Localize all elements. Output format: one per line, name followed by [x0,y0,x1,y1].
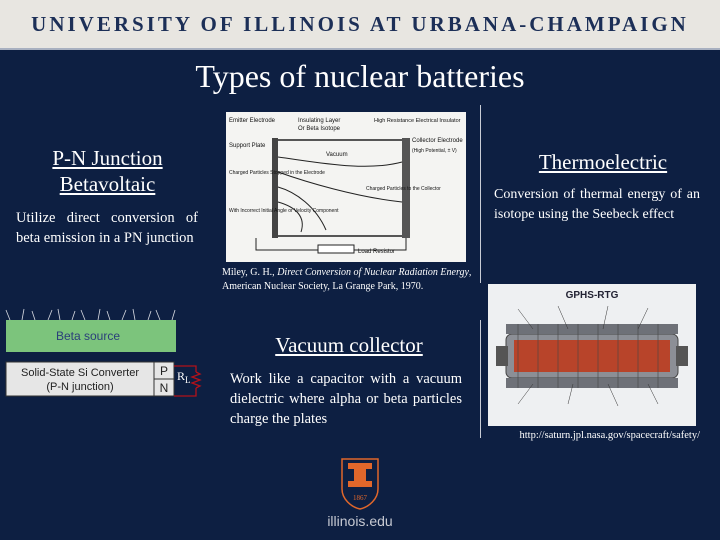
label-charged-collector: Charged Particles to the Collector [366,186,441,192]
rtg-image: GPHS-RTG [488,284,696,426]
load-subscript: L [185,375,191,385]
university-header-bar: UNIVERSITY OF ILLINOIS AT URBANA-CHAMPAI… [0,0,720,48]
circuit-wire [174,365,197,397]
slide-title: Types of nuclear batteries [195,58,525,94]
thermoelectric-description: Conversion of thermal energy of an isoto… [494,187,700,222]
converter-label-2: (P-N junction) [46,381,113,393]
vacuum-collector-diagram: Emitter Electrode Insulating Layer Or Be… [226,112,466,262]
converter-label-1: Solid-State Si Converter [21,367,139,379]
logo-year: 1867 [353,494,368,502]
illinois-logo: 1867 [341,458,379,510]
column-divider-bottom [480,320,481,438]
vacuum-collector-description: Work like a capacitor with a vacuum diel… [230,371,462,427]
label-incorrect: With Incorrect Initial Angle or Velocity… [229,208,339,214]
citation-prefix: Miley, G. H., [222,267,278,278]
load-resistor [190,371,202,389]
betavoltaic-diagram: Beta source Solid-State Si Converter (P-… [5,308,202,397]
label-vacuum: Vacuum [326,152,348,158]
beta-source-label: Beta source [56,329,120,343]
column-divider-top [480,105,481,283]
label-beta-isotope: Or Beta Isotope [298,126,341,132]
label-charged: Charged Particles Stopped in the Electro… [229,170,325,176]
label-emitter: Emitter Electrode [229,118,276,124]
footer-url[interactable]: illinois.edu [327,513,393,529]
n-layer [153,378,175,397]
citation-title: Direct Conversion of Nuclear Radiation E… [277,267,469,278]
vacuum-collector-heading: Vacuum collector [275,333,423,357]
header-divider [0,48,720,50]
betavoltaic-heading: P-N Junction Betavoltaic [52,146,163,196]
label-high-potential: (High Potential, ± V) [412,148,457,154]
p-label: P [160,364,168,378]
nasa-safety-link[interactable]: http://saturn.jpl.nasa.gov/spacecraft/sa… [519,430,700,441]
converter-block [5,361,155,397]
n-label: N [160,381,169,395]
label-collector: Collector Electrode [412,138,463,144]
thermoelectric-heading: Thermoelectric [538,150,668,174]
label-insulating: Insulating Layer [298,118,340,124]
label-high-resistance: High Resistance Electrical Insulator [374,118,461,124]
label-load-resistor: Load Resistor [358,249,395,255]
beta-source-layer [6,320,176,352]
beta-emission-arrows [5,308,176,321]
citation: Miley, G. H., Direct Conversion of Nucle… [222,266,484,294]
university-name: UNIVERSITY OF ILLINOIS AT URBANA-CHAMPAI… [31,12,689,36]
svg-text:RL: RL [177,369,191,385]
citation-suffix: , American Nuclear Society, La Grange Pa… [222,267,472,292]
label-support: Support Plate [229,143,266,149]
load-label: R [177,369,185,383]
rtg-title: GPHS-RTG [566,290,619,301]
betavoltaic-description: Utilize direct conversion of beta emissi… [16,210,198,246]
